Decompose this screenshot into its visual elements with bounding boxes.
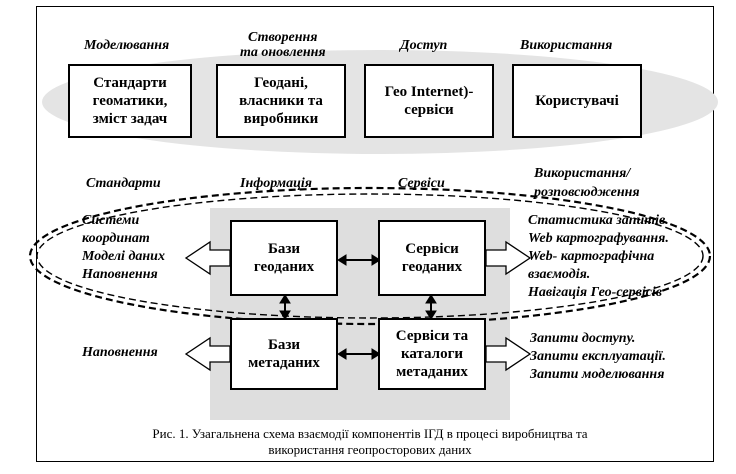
box-geo-internet: Гео Internet)- сервіси bbox=[364, 64, 494, 138]
left-list-lower: Наповнення bbox=[82, 345, 158, 360]
box-users: Користувачі bbox=[512, 64, 642, 138]
double-arrow-left-vertical bbox=[279, 294, 291, 320]
box-metadatabases: Бази метаданих bbox=[230, 318, 338, 390]
label-usage: Використання bbox=[520, 38, 613, 53]
box-geodata: Геодані, власники та виробники bbox=[216, 64, 346, 138]
figure-caption: Рис. 1. Узагальнена схема взаємодії комп… bbox=[152, 426, 588, 457]
label-usage-distribution: Використання/ розповсюдження bbox=[534, 166, 640, 200]
label-services: Сервіси bbox=[398, 176, 445, 191]
label-modeling: Моделювання bbox=[84, 38, 170, 53]
box-geodata-services: Сервіси геоданих bbox=[378, 220, 486, 296]
right-arrow-lower bbox=[485, 336, 532, 372]
box-geodatabases: Бази геоданих bbox=[230, 220, 338, 296]
box-standards: Стандарти геоматики, зміст задач bbox=[68, 64, 192, 138]
right-arrow-upper bbox=[485, 240, 532, 276]
double-arrow-right-vertical bbox=[425, 294, 437, 320]
label-access: Доступ bbox=[400, 38, 448, 53]
dashed-ellipse bbox=[28, 186, 712, 326]
right-list-upper: Статистика запитів. Web картографування.… bbox=[528, 213, 669, 300]
figure-frame bbox=[36, 6, 714, 462]
double-arrow-top bbox=[337, 254, 381, 266]
left-arrow-lower bbox=[184, 336, 231, 372]
box-metadata-services: Сервіси та каталоги метаданих bbox=[378, 318, 486, 390]
label-creation: Створення та оновлення bbox=[240, 30, 326, 60]
left-arrow-upper bbox=[184, 240, 231, 276]
label-standards: Стандарти bbox=[86, 176, 161, 191]
right-list-lower: Запити доступу. Запити експлуатації. Зап… bbox=[530, 331, 666, 382]
double-arrow-bottom bbox=[337, 348, 381, 360]
label-information: Інформація bbox=[240, 176, 313, 191]
left-list-upper: Системи координат Моделі даних Наповненн… bbox=[82, 213, 165, 282]
